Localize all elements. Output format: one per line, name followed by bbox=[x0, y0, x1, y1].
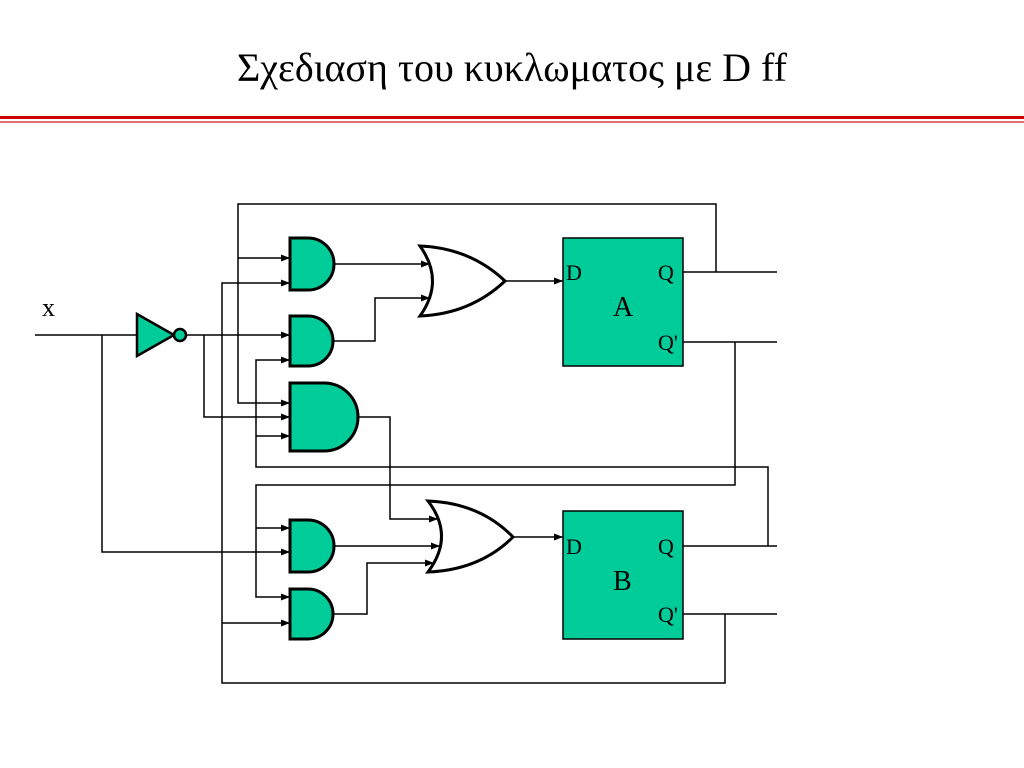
flipflop-b: D Q B Q' bbox=[562, 510, 684, 640]
and-gate-5 bbox=[288, 587, 335, 641]
inverter-triangle bbox=[135, 311, 177, 359]
flipflop-b-d-label: D bbox=[566, 534, 582, 559]
wire-qa-not-feedback-and5 bbox=[255, 342, 736, 601]
wire-xn-to-and3 bbox=[203, 335, 290, 421]
flipflop-a: D Q A Q' bbox=[562, 237, 684, 367]
flipflop-a-q-label: Q bbox=[658, 260, 674, 285]
flipflop-a-box bbox=[562, 237, 684, 367]
slide-title: Σχεδιαση του κυκλωματος με D ff bbox=[237, 45, 787, 90]
wire-qb-feedback-and2 bbox=[255, 356, 769, 546]
flipflop-a-qn-label: Q' bbox=[658, 330, 678, 355]
wire-x-to-and4 bbox=[101, 335, 290, 556]
wire-qb-not-feedback-and1 bbox=[221, 279, 726, 684]
flipflop-a-name: A bbox=[613, 292, 634, 323]
and-gate-4 bbox=[288, 518, 336, 574]
and-gate-1 bbox=[288, 236, 336, 292]
or-gate-1 bbox=[416, 244, 508, 318]
input-x-label: x bbox=[42, 293, 55, 322]
flipflop-b-qn-label: Q' bbox=[658, 602, 678, 627]
flipflop-b-q-label: Q bbox=[658, 534, 674, 559]
wire-and3-to-or2 bbox=[358, 416, 438, 523]
title-underline bbox=[0, 116, 1024, 119]
or-gates bbox=[416, 244, 516, 574]
and-gate-3 bbox=[288, 381, 360, 453]
and-gates bbox=[288, 236, 360, 641]
flipflop-b-name: B bbox=[613, 566, 632, 597]
flipflop-a-d-label: D bbox=[566, 260, 582, 285]
and-gate-2 bbox=[288, 314, 335, 368]
or-gate-2 bbox=[424, 499, 516, 574]
inverter bbox=[135, 311, 188, 359]
wires bbox=[35, 203, 777, 684]
flipflop-b-box bbox=[562, 510, 684, 640]
wire-and2-to-or1 bbox=[333, 294, 430, 342]
inverter-bubble bbox=[172, 327, 188, 343]
wire-and5-to-or2 bbox=[333, 559, 434, 615]
title-underline-secondary bbox=[0, 121, 1024, 123]
